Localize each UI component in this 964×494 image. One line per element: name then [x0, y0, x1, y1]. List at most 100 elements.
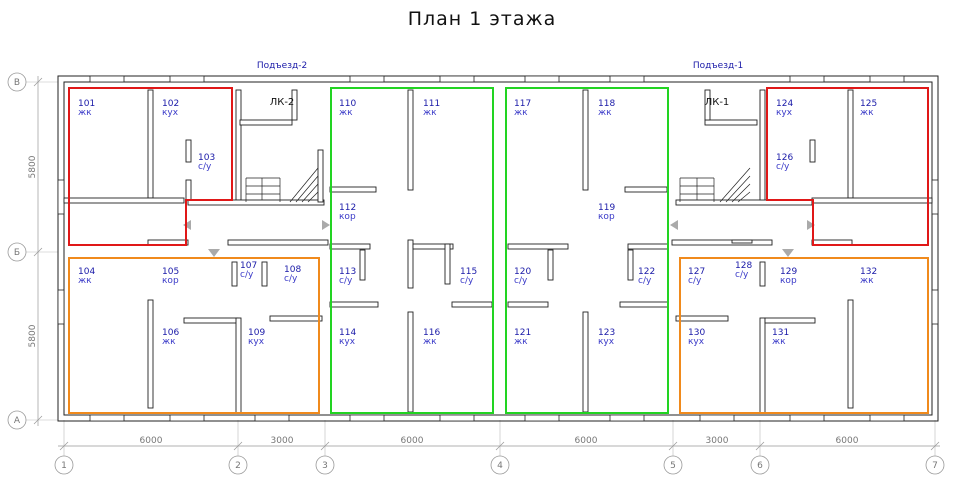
axis-bubble-a [7, 410, 27, 430]
apartment-green-left [330, 87, 494, 414]
room-type-132: жк [860, 276, 874, 286]
apartment-outlines [68, 87, 929, 414]
axis-bubble-v [7, 72, 27, 92]
room-type-119: кор [598, 212, 615, 222]
dim-ticks-bottom [59, 441, 940, 451]
room-type-123: кух [598, 337, 615, 347]
windows-top [89, 75, 905, 83]
room-number-115: 115 [460, 267, 477, 277]
room-number-114: 114 [339, 328, 356, 338]
entrance-2-label: Подъезд-2 [257, 61, 307, 71]
room-type-129: кор [780, 276, 797, 286]
room-type-104: жк [78, 276, 92, 286]
axis-label-1: 1 [61, 461, 67, 471]
room-type-122: с/у [638, 276, 652, 286]
room-type-113: с/у [339, 276, 353, 286]
room-type-114: кух [339, 337, 356, 347]
room-number-128: 128 [735, 261, 752, 271]
axis-bubble-5 [663, 455, 683, 475]
apartment-orange-right [679, 257, 929, 414]
room-type-108: с/у [284, 274, 298, 284]
arrow-right-in [807, 220, 815, 230]
axis-label-6: 6 [757, 461, 763, 471]
dim-bottom-4: 6000 [575, 436, 598, 446]
dimension-lines [33, 76, 940, 451]
axis-gridlines [26, 81, 936, 458]
room-number-123: 123 [598, 328, 615, 338]
axis-label-3: 3 [322, 461, 328, 471]
room-type-124: кух [776, 108, 793, 118]
apartment-red-right [766, 87, 929, 246]
lk-2-label: ЛК-2 [270, 97, 295, 108]
apartment-red-left [68, 87, 233, 246]
room-number-126: 126 [776, 153, 793, 163]
building-walls [57, 75, 939, 422]
room-number-103: 103 [198, 153, 215, 163]
windows-bottom [89, 414, 905, 422]
dim-bottom-6: 6000 [836, 436, 859, 446]
room-number-121: 121 [514, 328, 531, 338]
room-type-112: кор [339, 212, 356, 222]
axis-bubble-6 [750, 455, 770, 475]
axis-label-b: Б [14, 248, 20, 258]
axis-label-4: 4 [497, 461, 503, 471]
axis-label-5: 5 [670, 461, 676, 471]
room-number-107: 107 [240, 261, 257, 271]
axis-bubbles-left [7, 72, 27, 430]
room-type-105: кор [162, 276, 179, 286]
room-type-111: жк [423, 108, 437, 118]
room-number-130: 130 [688, 328, 705, 338]
room-number-129: 129 [780, 267, 797, 277]
axis-bubble-b [7, 242, 27, 262]
room-number-132: 132 [860, 267, 877, 277]
room-number-124: 124 [776, 99, 793, 109]
outer-wall-inner [63, 81, 933, 416]
room-number-111: 111 [423, 99, 440, 109]
axis-bubble-4 [490, 455, 510, 475]
room-number-109: 109 [248, 328, 265, 338]
dim-bottom-3: 6000 [401, 436, 424, 446]
room-number-116: 116 [423, 328, 440, 338]
room-number-125: 125 [860, 99, 877, 109]
room-number-104: 104 [78, 267, 95, 277]
room-type-118: жк [598, 108, 612, 118]
room-type-102: кух [162, 108, 179, 118]
room-type-120: с/у [514, 276, 528, 286]
entrance-1-label: Подъезд-1 [693, 61, 743, 71]
arrow-down-left [208, 249, 220, 257]
stairs-right [679, 167, 751, 203]
dim-left-1: 5800 [28, 155, 38, 178]
room-number-131: 131 [772, 328, 789, 338]
axis-bubble-2 [228, 455, 248, 475]
room-number-102: 102 [162, 99, 179, 109]
room-type-131: жк [772, 337, 786, 347]
room-type-101: жк [78, 108, 92, 118]
interior-walls [63, 89, 933, 414]
room-type-107: с/у [240, 270, 254, 280]
room-type-117: жк [514, 108, 528, 118]
axis-label-7: 7 [932, 461, 938, 471]
room-type-110: жк [339, 108, 353, 118]
room-number-113: 113 [339, 267, 356, 277]
room-number-112: 112 [339, 203, 356, 213]
room-type-130: кух [688, 337, 705, 347]
arrow-down-right [782, 249, 794, 257]
room-number-120: 120 [514, 267, 531, 277]
room-number-119: 119 [598, 203, 615, 213]
room-type-109: кух [248, 337, 265, 347]
axis-label-2: 2 [235, 461, 241, 471]
dim-bottom-5: 3000 [706, 436, 729, 446]
room-number-117: 117 [514, 99, 531, 109]
room-number-110: 110 [339, 99, 356, 109]
room-type-126: с/у [776, 162, 790, 172]
arrow-corridor-right [670, 220, 678, 230]
axis-label-v: В [14, 78, 20, 88]
entry-arrows [183, 220, 815, 257]
axis-bubble-3 [315, 455, 335, 475]
room-type-127: с/у [688, 276, 702, 286]
axis-bubble-1 [54, 455, 74, 475]
axis-bubbles-bottom [54, 455, 945, 475]
axis-label-a: А [14, 416, 21, 426]
